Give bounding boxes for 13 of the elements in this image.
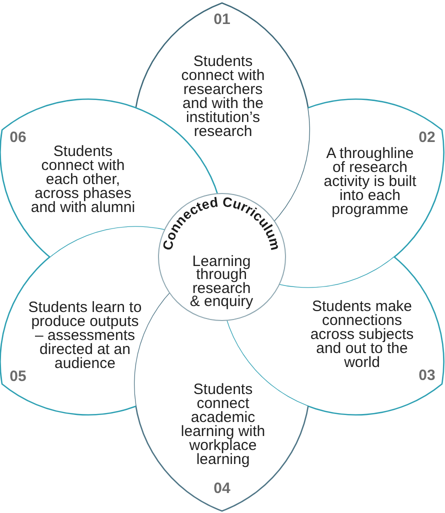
petal-number: 03: [418, 368, 436, 384]
petal-text: Students learn to produce outputs – assessments directed at an audience: [28, 299, 142, 373]
petal-text: Students connect with each other, across phases and with alumni: [30, 143, 136, 217]
petal-number: 05: [10, 369, 26, 385]
petal-number: 01: [214, 12, 230, 28]
petal-number: 06: [10, 130, 26, 146]
petal-number: 02: [418, 130, 436, 146]
petal-text: A throughline of research activity is built into each programme: [323, 145, 417, 219]
petal-number: 04: [214, 481, 230, 497]
center-text: Learning through research & enquiry: [189, 254, 254, 310]
petal-text: Students connect with researchers and with the institution’s research: [180, 53, 266, 141]
petal-text: Students make connections across subjects and out to the world: [310, 298, 414, 372]
petal-text: Students connect academic learning with workplace learning: [180, 381, 266, 469]
